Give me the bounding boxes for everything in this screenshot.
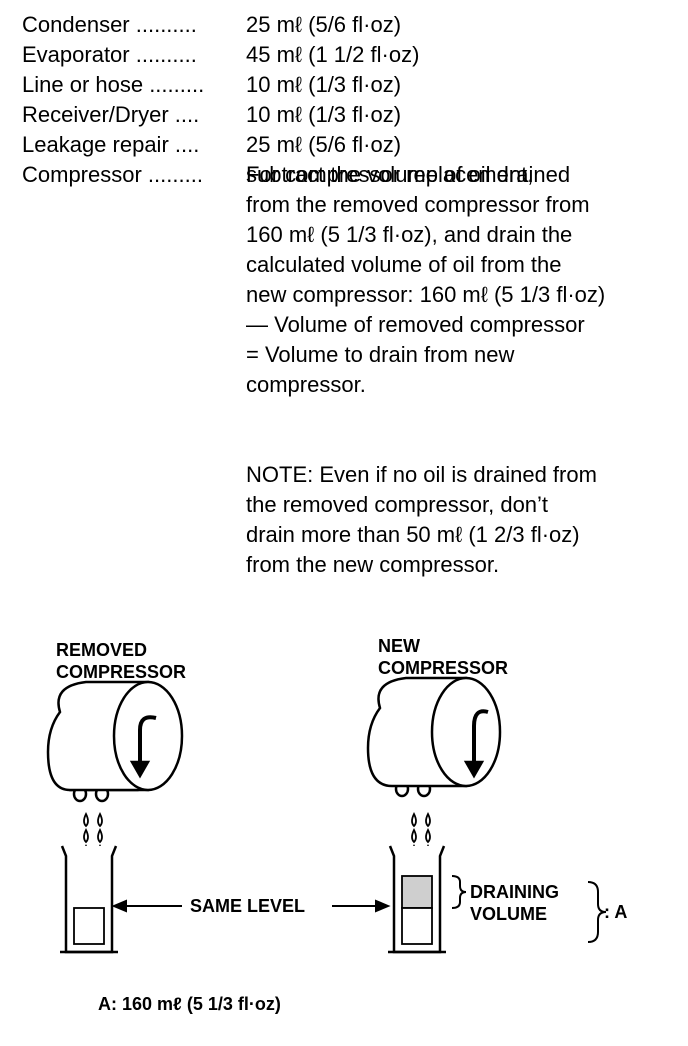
text-line: drain more than 50 mℓ (1 2/3 fl·oz) bbox=[246, 522, 580, 547]
spec-row-line-or-hose: Line or hose ......... 10 mℓ (1/3 fl·oz) bbox=[22, 70, 682, 100]
spec-label: Compressor ......... bbox=[22, 162, 203, 187]
text-line: compressor. bbox=[246, 372, 366, 397]
spec-label: Condenser .......... bbox=[22, 12, 197, 37]
spec-row-evaporator: Evaporator .......... 45 mℓ (1 1/2 fl·oz… bbox=[22, 40, 682, 70]
a-label: : A bbox=[604, 902, 627, 922]
spec-row-compressor: Compressor ......... For compressor repl… bbox=[22, 160, 682, 190]
text-line: — Volume of removed compressor bbox=[246, 312, 585, 337]
spec-value: For compressor replacement, bbox=[246, 162, 534, 187]
note-paragraph: NOTE: Even if no oil is drained from the… bbox=[246, 460, 686, 580]
removed-label-line2: COMPRESSOR bbox=[56, 662, 186, 682]
new-oil-cylinder bbox=[388, 845, 446, 954]
oil-capacity-table: Condenser .......... 25 mℓ (5/6 fl·oz) E… bbox=[22, 10, 682, 190]
spec-row-receiver-dryer: Receiver/Dryer .... 10 mℓ (1/3 fl·oz) bbox=[22, 100, 682, 130]
text-line: from the new compressor. bbox=[246, 552, 500, 577]
draining-label-line1: DRAINING bbox=[470, 882, 559, 902]
removed-compressor-illustration bbox=[46, 680, 184, 803]
spec-row-condenser: Condenser .......... 25 mℓ (5/6 fl·oz) bbox=[22, 10, 682, 40]
total-volume-bracket bbox=[587, 881, 607, 943]
spec-label: Evaporator .......... bbox=[22, 42, 197, 67]
spec-value: 10 mℓ (1/3 fl·oz) bbox=[246, 72, 402, 97]
compressor-instructions: subtract the volume of oil drained from … bbox=[246, 160, 686, 400]
spec-value: 25 mℓ (5/6 fl·oz) bbox=[246, 132, 402, 157]
spec-label: Leakage repair .... bbox=[22, 132, 200, 157]
draining-label-line2: VOLUME bbox=[470, 904, 547, 924]
spec-label: Line or hose ......... bbox=[22, 72, 205, 97]
new-label-line1: NEW bbox=[378, 636, 420, 656]
text-line: = Volume to drain from new bbox=[246, 342, 515, 367]
text-line: subtract the volume of oil drained bbox=[246, 162, 571, 187]
spec-value: 25 mℓ (5/6 fl·oz) bbox=[246, 12, 402, 37]
same-level-arrows bbox=[111, 899, 391, 913]
new-compressor-illustration bbox=[366, 676, 502, 798]
text-line: the removed compressor, don’t bbox=[246, 492, 549, 517]
spec-row-leakage-repair: Leakage repair .... 25 mℓ (5/6 fl·oz) bbox=[22, 130, 682, 160]
text-line: NOTE: Even if no oil is drained from bbox=[246, 462, 597, 487]
text-line: new compressor: 160 mℓ (5 1/3 fl·oz) bbox=[246, 282, 606, 307]
draining-volume-bracket bbox=[451, 875, 467, 909]
text-line: 160 mℓ (5 1/3 fl·oz), and drain the bbox=[246, 222, 573, 247]
removed-oil-cylinder bbox=[60, 845, 118, 954]
spec-value: 10 mℓ (1/3 fl·oz) bbox=[246, 102, 402, 127]
footnote-a: A: 160 mℓ (5 1/3 fl·oz) bbox=[98, 994, 281, 1014]
removed-label-line1: REMOVED bbox=[56, 640, 147, 660]
text-line: calculated volume of oil from the bbox=[246, 252, 562, 277]
spec-value: 45 mℓ (1 1/2 fl·oz) bbox=[246, 42, 420, 67]
spec-label: Receiver/Dryer .... bbox=[22, 102, 200, 127]
new-label-line2: COMPRESSOR bbox=[378, 658, 508, 678]
compressor-oil-diagram: REMOVED COMPRESSOR NEW COMPRESSOR bbox=[46, 636, 627, 954]
same-level-label: SAME LEVEL bbox=[190, 896, 305, 916]
text-line: from the removed compressor from bbox=[246, 192, 590, 217]
